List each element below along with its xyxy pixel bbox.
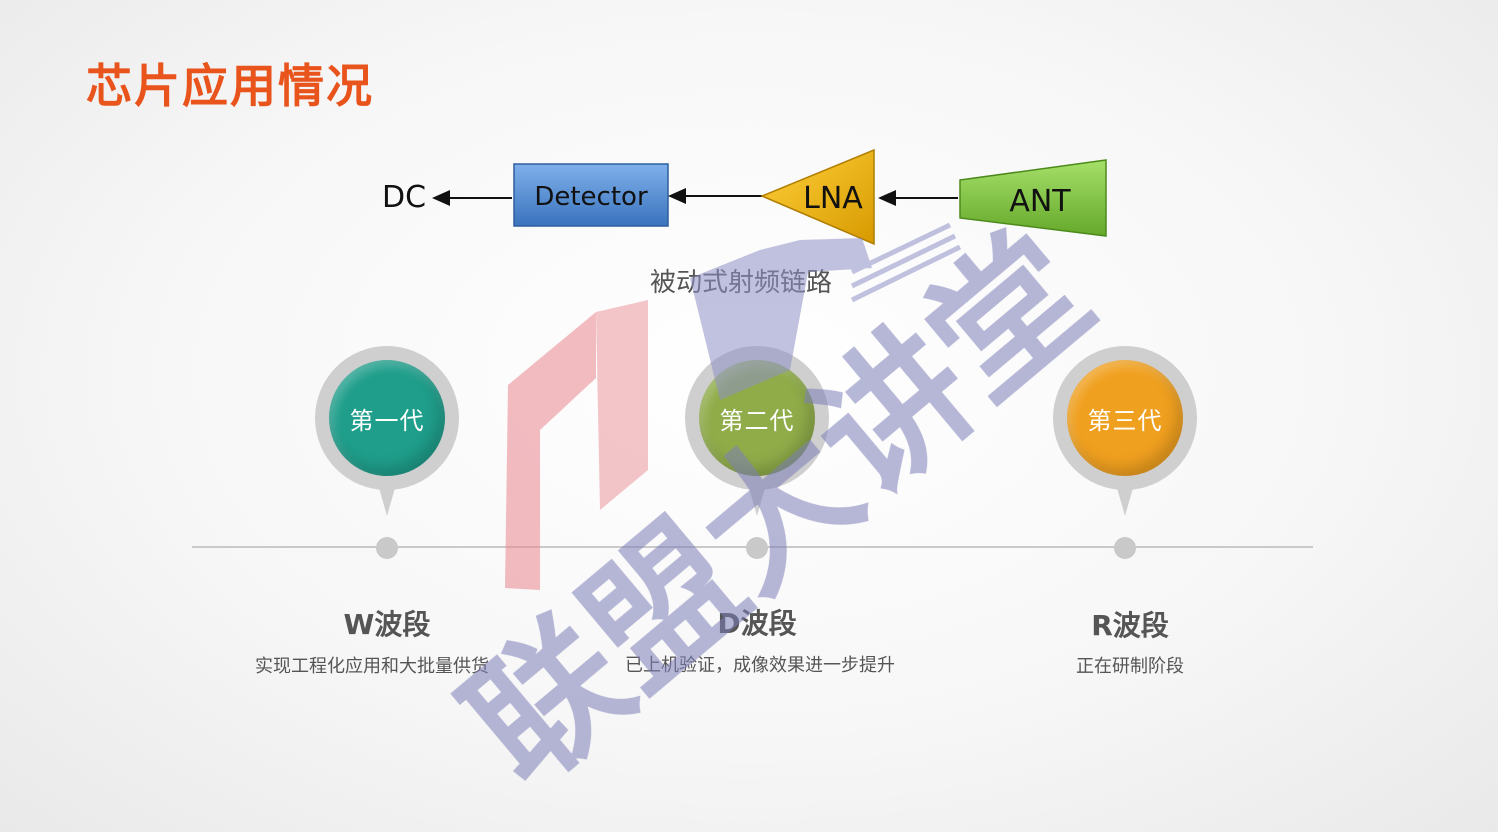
timeline-dot-1: [376, 537, 398, 559]
band-title-1: W波段: [343, 608, 431, 641]
generation-pin-3: 第三代: [1053, 346, 1197, 516]
rf-chain-caption: 被动式射频链路: [649, 268, 832, 298]
timeline-dot-3: [1114, 537, 1136, 559]
detector-label: Detector: [534, 182, 648, 212]
band-title-2: D波段: [717, 607, 797, 640]
generation-pin-2: 第二代: [685, 346, 829, 516]
generation-pin-1: 第一代: [315, 346, 459, 516]
generation-badge-1: 第一代: [329, 360, 445, 476]
rf-chain-diagram: DC Detector LNA ANT: [382, 148, 1107, 246]
generation-badge-3: 第三代: [1067, 360, 1183, 476]
generation-badge-2: 第二代: [699, 360, 815, 476]
ant-label: ANT: [1009, 184, 1071, 219]
dc-label: DC: [382, 180, 426, 215]
ant-block: [959, 159, 1107, 237]
timeline-dot-2: [746, 537, 768, 559]
page-title: 芯片应用情况: [86, 59, 374, 113]
band-desc-2: 已上机验证，成像效果进一步提升: [625, 655, 895, 676]
lna-label: LNA: [803, 181, 863, 216]
band-desc-3: 正在研制阶段: [1076, 656, 1184, 677]
band-title-3: R波段: [1091, 609, 1169, 642]
detector-block: [513, 163, 669, 227]
band-desc-1: 实现工程化应用和大批量供货: [255, 656, 489, 677]
lna-block: [760, 148, 875, 246]
